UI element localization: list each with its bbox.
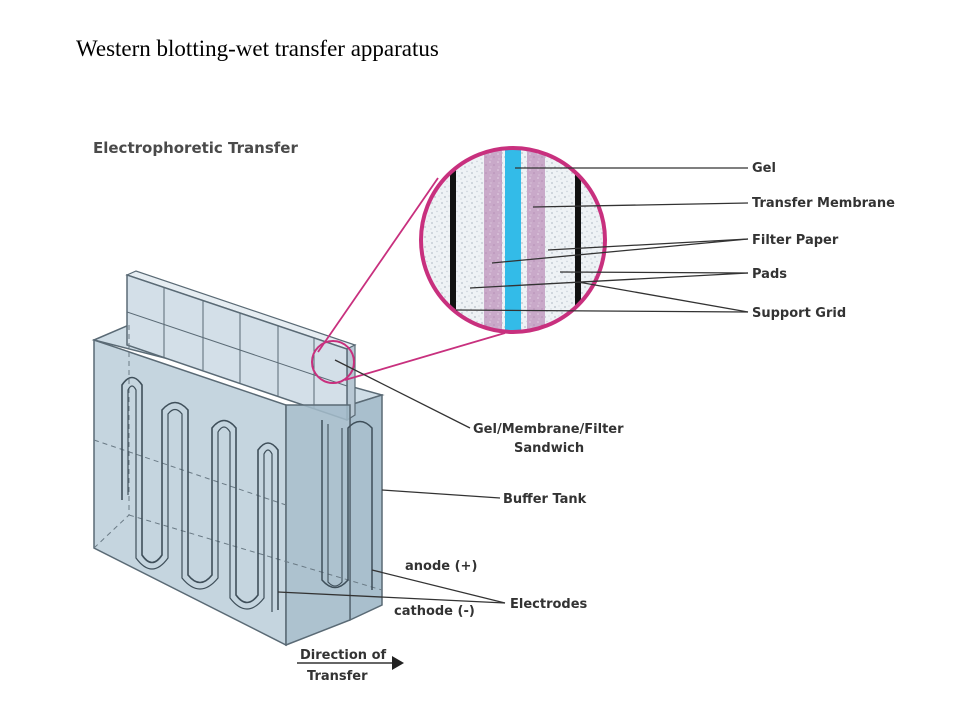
label-pads: Pads [752, 267, 787, 282]
label-sandwich-line1: Gel/Membrane/Filter [473, 422, 624, 437]
direction-arrow [297, 656, 404, 670]
slide-title: Western blotting-wet transfer apparatus [76, 36, 439, 61]
label-sandwich-line2: Sandwich [514, 441, 584, 456]
membrane-layer [527, 148, 545, 332]
cassette-grid [126, 287, 348, 409]
magnifier-circle [419, 146, 607, 334]
cathode-electrode-inner [127, 385, 273, 612]
support-grid-right [575, 148, 581, 332]
label-anode: anode (+) [405, 559, 477, 574]
magnifier [311, 177, 506, 384]
tank-front-side [285, 404, 351, 647]
label-transfer-membrane: Transfer Membrane [752, 196, 895, 211]
label-direction-line1: Direction of [300, 648, 386, 663]
label-support-grid: Support Grid [752, 306, 846, 321]
leader-lines [277, 167, 749, 604]
support-grid-left [450, 148, 456, 332]
cathode-electrode [121, 376, 279, 610]
anode-electrode [321, 420, 373, 590]
tank-right-side [349, 393, 383, 622]
anode-electrode-inner [327, 424, 343, 587]
diagram-heading: Electrophoretic Transfer [93, 139, 298, 157]
label-direction-line2: Transfer [307, 669, 368, 684]
label-electrodes: Electrodes [510, 597, 588, 612]
tank-hidden-edges [93, 325, 383, 591]
label-cathode: cathode (-) [394, 604, 475, 619]
magnifier-target-circle [311, 340, 355, 384]
tank-front [93, 325, 383, 647]
label-filter-paper: Filter Paper [752, 233, 839, 248]
label-gel: Gel [752, 161, 776, 176]
label-buffer-tank: Buffer Tank [503, 492, 587, 507]
